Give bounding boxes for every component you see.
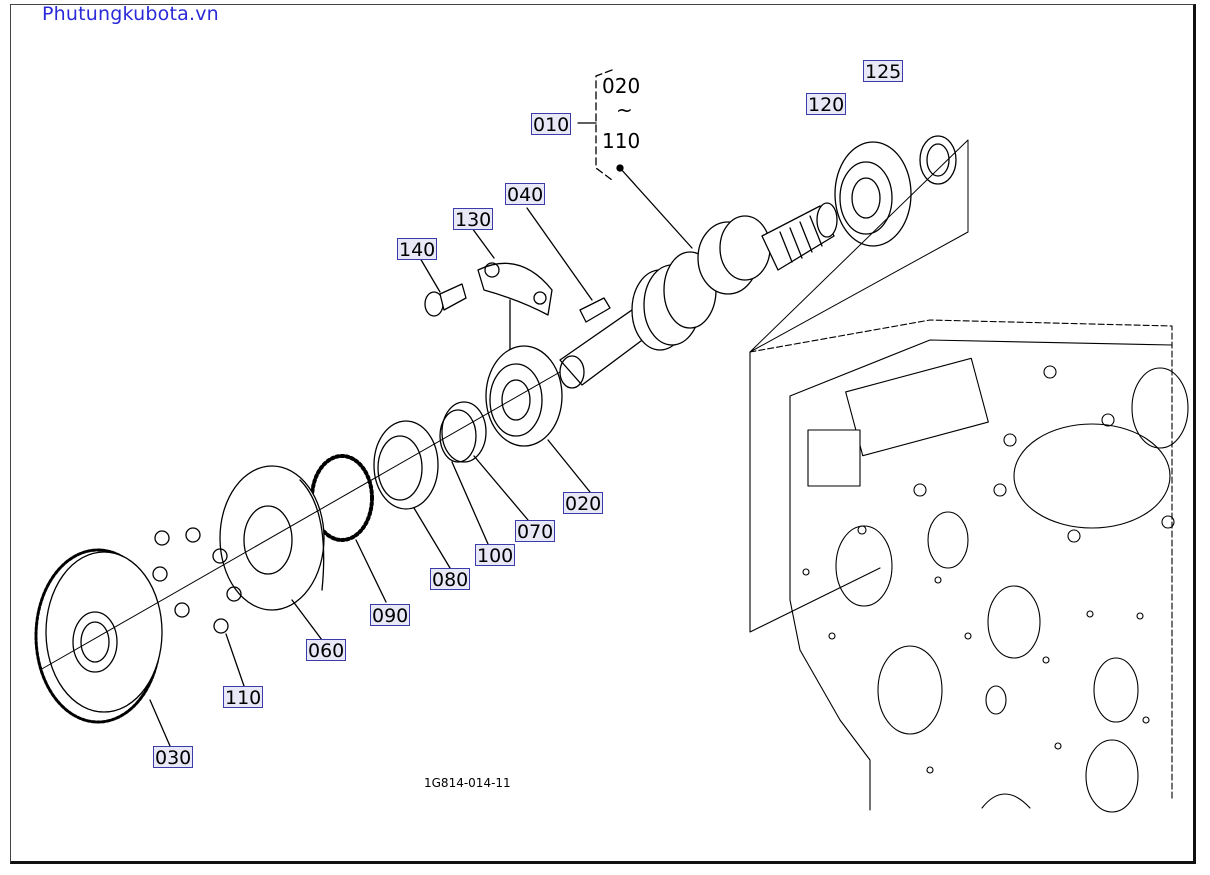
ring-125 bbox=[919, 135, 957, 185]
leader-assembly bbox=[619, 167, 693, 249]
callout-090[interactable]: 090 bbox=[370, 604, 411, 627]
callout-030[interactable]: 030 bbox=[153, 746, 194, 769]
bearing-020 bbox=[485, 345, 591, 493]
disc-060 bbox=[219, 465, 325, 641]
diagram-frame bbox=[10, 4, 1196, 864]
engine-block bbox=[749, 319, 1189, 813]
drawing-code: 1G814-014-11 bbox=[424, 776, 511, 790]
circlip-070 bbox=[439, 401, 529, 545]
callout-120[interactable]: 120 bbox=[806, 93, 847, 116]
range-end: 110 bbox=[602, 129, 641, 153]
panel-outline-top bbox=[749, 139, 969, 353]
callout-040[interactable]: 040 bbox=[505, 183, 546, 206]
ring-080 bbox=[373, 420, 451, 569]
balls-110 bbox=[152, 527, 245, 687]
bracket-130 bbox=[471, 227, 553, 353]
callout-125[interactable]: 125 bbox=[863, 60, 904, 83]
callout-110[interactable]: 110 bbox=[223, 686, 264, 709]
callout-020[interactable]: 020 bbox=[563, 492, 604, 515]
shaft-assembly bbox=[559, 202, 838, 389]
center-axis bbox=[39, 371, 561, 671]
callout-080[interactable]: 080 bbox=[430, 568, 471, 591]
gear-030 bbox=[34, 548, 171, 747]
bolt-140 bbox=[419, 257, 467, 317]
key-040 bbox=[579, 297, 611, 323]
watermark-text: Phutungkubota.vn bbox=[42, 3, 219, 25]
callout-130[interactable]: 130 bbox=[453, 208, 494, 231]
range-start: 020 bbox=[602, 74, 641, 98]
callout-140[interactable]: 140 bbox=[397, 238, 438, 261]
bearing-120 bbox=[834, 141, 912, 247]
callout-100[interactable]: 100 bbox=[475, 544, 516, 567]
callout-070[interactable]: 070 bbox=[515, 520, 556, 543]
range-separator: ~ bbox=[616, 98, 633, 122]
callout-060[interactable]: 060 bbox=[306, 639, 347, 662]
callout-010[interactable]: 010 bbox=[531, 113, 572, 136]
